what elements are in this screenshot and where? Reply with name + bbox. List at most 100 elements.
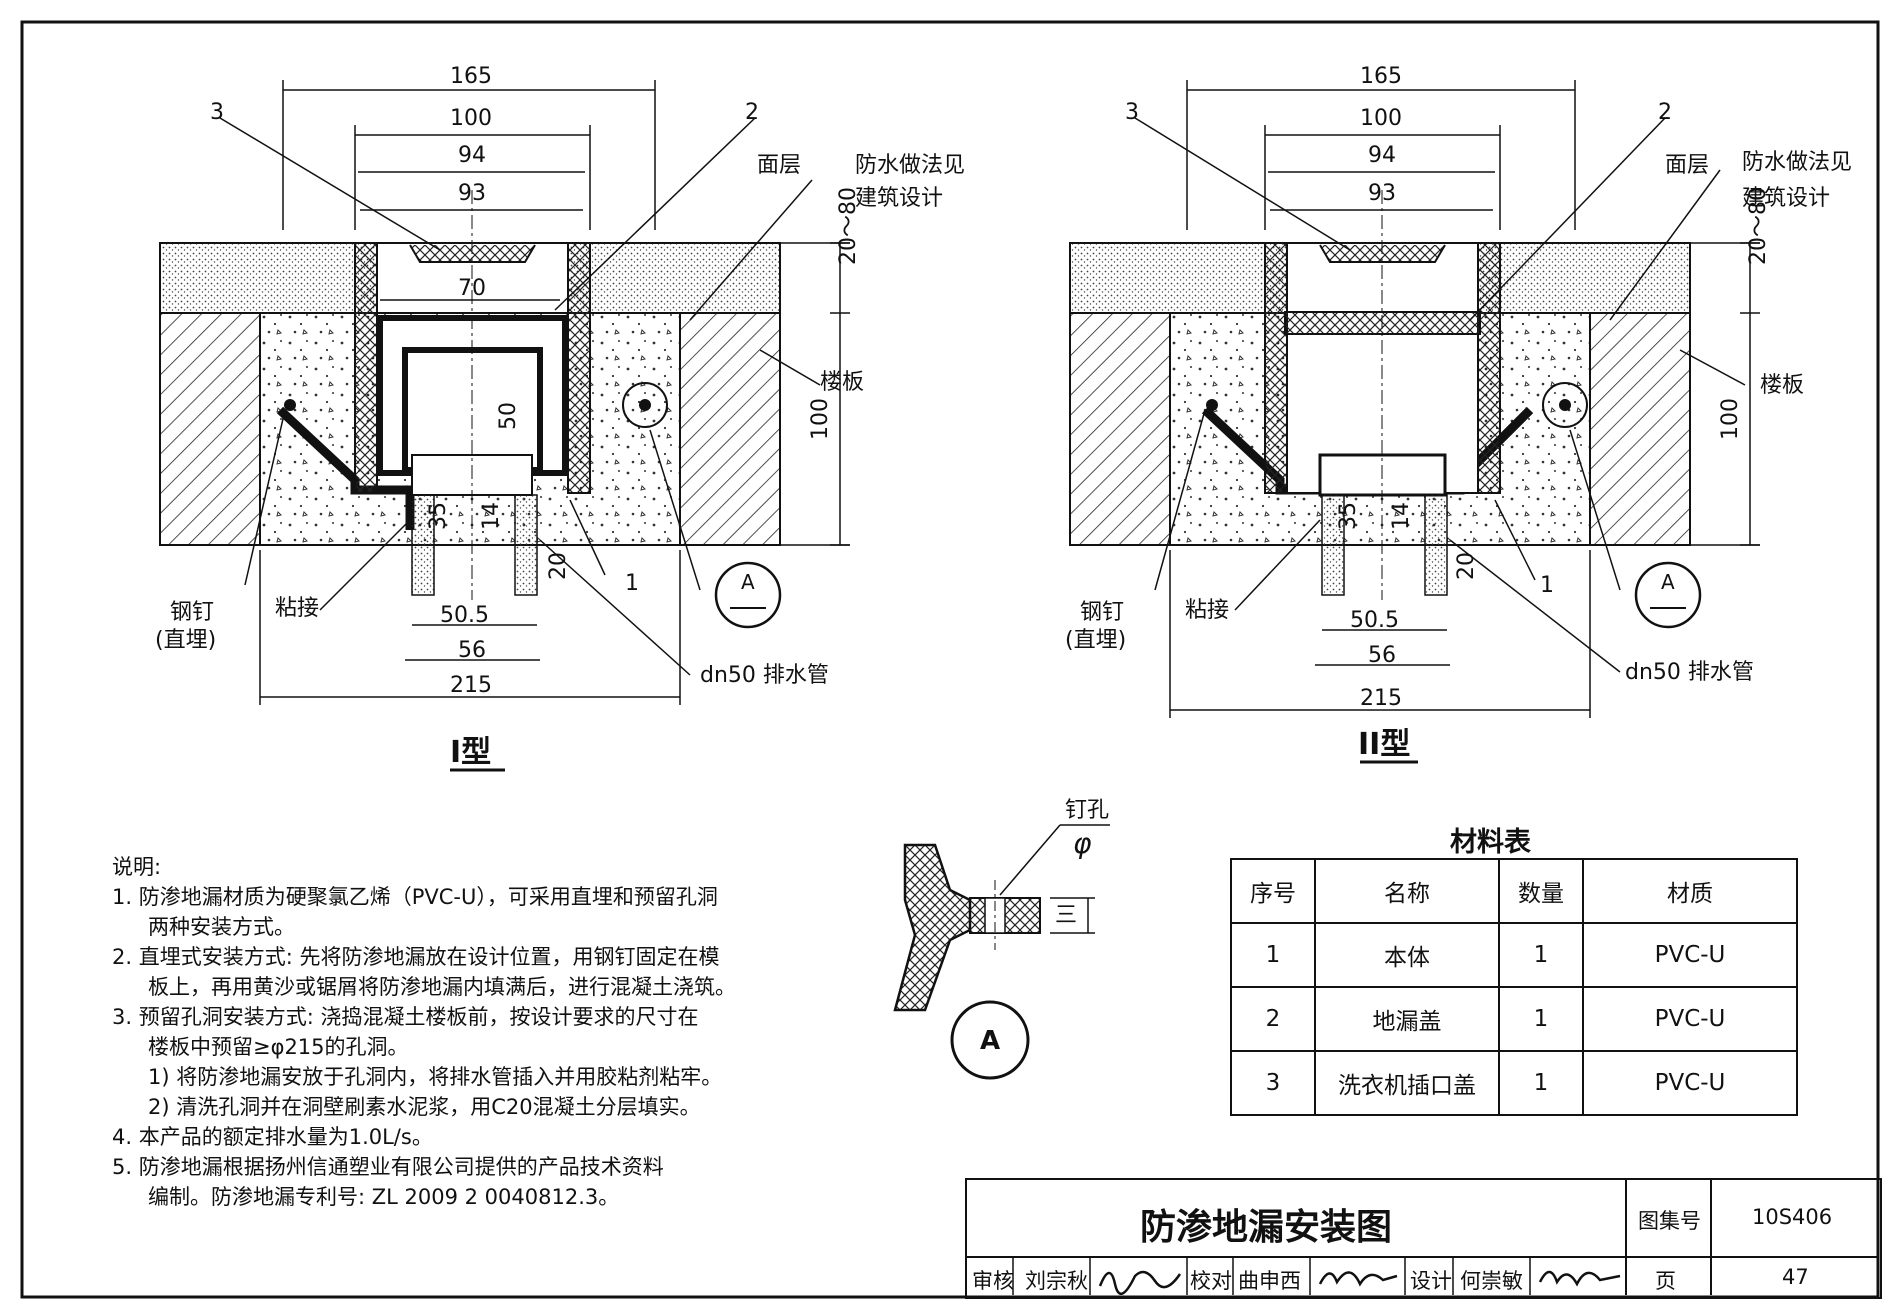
t2-label-wp1: 防水做法见 bbox=[1742, 150, 1853, 175]
review-label: 审核 bbox=[972, 1269, 1014, 1293]
t1-label-slab: 楼板 bbox=[820, 370, 865, 395]
t1-title: I型 bbox=[450, 735, 492, 770]
atlas-number: 10S406 bbox=[1752, 1205, 1833, 1229]
t2-callout-1: 1 bbox=[1540, 573, 1554, 598]
pipe-right bbox=[514, 494, 538, 596]
t1-label-pipe: dn50 排水管 bbox=[700, 663, 829, 688]
drain-body-left-2 bbox=[1264, 242, 1288, 494]
signatures bbox=[1012, 1256, 1621, 1295]
t1-dim-94: 94 bbox=[458, 143, 486, 168]
t2-dim-14: 14 bbox=[1389, 502, 1414, 530]
pipe-left-2 bbox=[1321, 494, 1345, 596]
drawing-title: 防渗地漏安装图 bbox=[1140, 1207, 1393, 1248]
detail-a-three: 三 bbox=[1055, 903, 1078, 928]
dimension-lines bbox=[259, 80, 850, 705]
header-name: 名称 bbox=[1314, 858, 1500, 924]
t2-label-wp2: 建筑设计 bbox=[1742, 186, 1831, 211]
detail-marker-circle bbox=[622, 382, 668, 428]
nail-right bbox=[639, 399, 651, 411]
checker-name: 曲申西 bbox=[1238, 1269, 1301, 1293]
t2-dim-215: 215 bbox=[1360, 686, 1402, 711]
t1-label-face: 面层 bbox=[757, 153, 802, 178]
slab-right-2 bbox=[1589, 312, 1691, 546]
material-table: 序号 名称 数量 材质 1 本体 1 PVC-U 2 地漏盖 1 PVC-U 3… bbox=[1230, 858, 1798, 1116]
detail-a-callout bbox=[714, 561, 782, 629]
t1-label-glue: 粘接 bbox=[275, 596, 320, 621]
t2-title: II型 bbox=[1358, 727, 1411, 762]
drain-body-left bbox=[354, 242, 378, 494]
note-3b: 楼板中预留≥φ215的孔洞。 bbox=[148, 1035, 409, 1059]
header-material: 材质 bbox=[1582, 858, 1798, 924]
drain-body-right-2 bbox=[1477, 242, 1501, 494]
t2-dim-100v: 100 bbox=[1718, 398, 1743, 440]
table-row: 1 本体 1 PVC-U bbox=[1230, 922, 1798, 988]
note-1b: 两种安装方式。 bbox=[148, 915, 295, 939]
t1-dim-100v: 100 bbox=[808, 398, 833, 440]
type-i-section bbox=[159, 80, 850, 705]
note-3a: 3. 预留孔洞安装方式: 浇捣混凝土楼板前，按设计要求的尺寸在 bbox=[112, 1005, 699, 1029]
t1-label-nail2: (直埋) bbox=[155, 628, 217, 653]
note-5b: 编制。防渗地漏专利号: ZL 2009 2 0040812.3。 bbox=[148, 1185, 620, 1209]
t1-dim-215: 215 bbox=[450, 673, 492, 698]
t1-callout-2: 2 bbox=[745, 100, 759, 125]
t1-detail-label: A bbox=[741, 570, 755, 594]
t1-dim-70: 70 bbox=[458, 276, 486, 301]
table-row: 2 地漏盖 1 PVC-U bbox=[1230, 986, 1798, 1052]
t1-dim-165: 165 bbox=[450, 64, 492, 89]
type-ii-section bbox=[1069, 80, 1760, 718]
design-label: 设计 bbox=[1410, 1269, 1452, 1293]
reviewer-name: 刘宗秋 bbox=[1025, 1269, 1088, 1293]
table-row: 3 洗衣机插口盖 1 PVC-U bbox=[1230, 1050, 1798, 1116]
table-header-row: 序号 名称 数量 材质 bbox=[1230, 858, 1798, 924]
t1-dim-100: 100 bbox=[450, 106, 492, 131]
t1-dim-93: 93 bbox=[458, 181, 486, 206]
title-block bbox=[965, 1178, 1882, 1299]
page-label: 页 bbox=[1655, 1269, 1676, 1293]
t2-label-glue: 粘接 bbox=[1185, 598, 1230, 623]
notes-block: 说明: 1. 防渗地漏材质为硬聚氯乙烯（PVC-U），可采用直埋和预留孔洞 两种… bbox=[112, 852, 736, 1212]
note-1a: 1. 防渗地漏材质为硬聚氯乙烯（PVC-U），可采用直埋和预留孔洞 bbox=[112, 885, 718, 909]
detail-a-label: A bbox=[980, 1026, 1001, 1056]
page-number: 47 bbox=[1782, 1265, 1809, 1289]
t2-callout-3: 3 bbox=[1125, 100, 1139, 125]
t2-label-face: 面层 bbox=[1665, 153, 1710, 178]
t1-label-nail: 钢钉 bbox=[170, 600, 215, 625]
check-label: 校对 bbox=[1190, 1269, 1232, 1293]
note-5a: 5. 防渗地漏根据扬州信通塑业有限公司提供的产品技术资料 bbox=[112, 1155, 664, 1179]
t1-dim-56: 56 bbox=[458, 638, 486, 663]
t2-callout-2: 2 bbox=[1658, 100, 1672, 125]
leader-lines bbox=[219, 117, 821, 676]
t1-label-wp1: 防水做法见 bbox=[855, 153, 966, 178]
t2-dim-56: 56 bbox=[1368, 643, 1396, 668]
pipe-right-2 bbox=[1424, 494, 1448, 596]
header-no: 序号 bbox=[1230, 858, 1316, 924]
note-4: 4. 本产品的额定排水量为1.0L/s。 bbox=[112, 1125, 433, 1149]
note-2a: 2. 直埋式安装方式: 先将防渗地漏放在设计位置，用钢钉固定在模 bbox=[112, 945, 720, 969]
t1-callout-1: 1 bbox=[625, 571, 639, 596]
designer-name: 何崇敏 bbox=[1460, 1269, 1523, 1293]
slab-left bbox=[159, 312, 261, 546]
detail-a-phi: φ bbox=[1073, 827, 1092, 860]
t2-dim-100: 100 bbox=[1360, 106, 1402, 131]
notes-heading: 说明: bbox=[112, 855, 162, 879]
t2-dim-50-5: 50.5 bbox=[1350, 608, 1399, 633]
nail-left bbox=[284, 399, 296, 411]
t2-dim-20: 20 bbox=[1454, 552, 1479, 580]
t2-label-slab: 楼板 bbox=[1760, 373, 1805, 398]
note-3d: 2) 清洗孔洞并在洞壁刷素水泥浆，用C20混凝土分层填实。 bbox=[148, 1095, 701, 1119]
t2-dim-94: 94 bbox=[1368, 143, 1396, 168]
t2-label-nail: 钢钉 bbox=[1080, 600, 1125, 625]
atlas-label: 图集号 bbox=[1638, 1209, 1701, 1233]
outer-border bbox=[20, 20, 1880, 1299]
t2-dim-93: 93 bbox=[1368, 181, 1396, 206]
t1-label-wp2: 建筑设计 bbox=[855, 186, 944, 211]
note-2b: 板上，再用黄沙或锯屑将防渗地漏内填满后，进行混凝土浇筑。 bbox=[148, 975, 736, 999]
t2-dim-35: 35 bbox=[1336, 502, 1361, 530]
t1-callout-3: 3 bbox=[210, 100, 224, 125]
t2-label-nail2: (直埋) bbox=[1065, 628, 1127, 653]
t1-dim-14: 14 bbox=[479, 502, 504, 530]
material-table-title: 材料表 bbox=[1450, 827, 1531, 858]
t1-dim-50-5: 50.5 bbox=[440, 603, 489, 628]
detail-a bbox=[893, 824, 1110, 1080]
